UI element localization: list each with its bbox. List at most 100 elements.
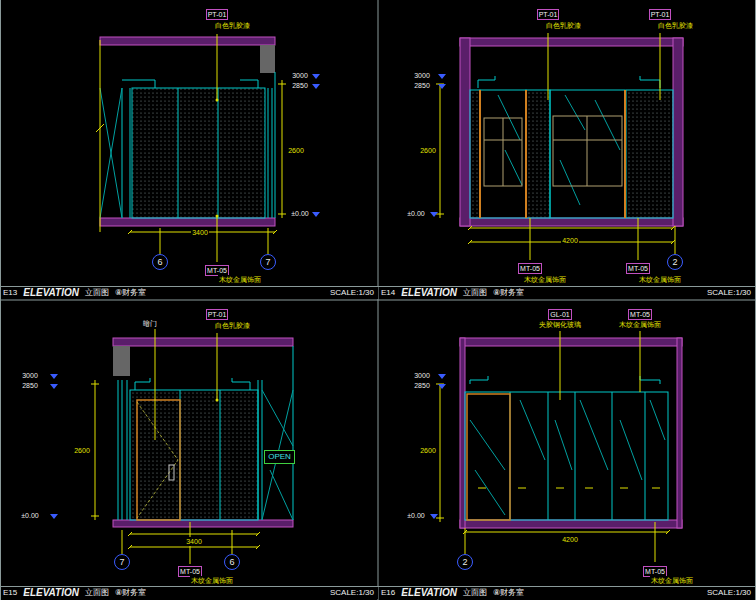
title-bar: E16ELEVATION立面图⑧财务室SCALE:1/30 — [379, 587, 755, 599]
annotation-text: 白色乳胶漆 — [214, 21, 251, 30]
view-type: 立面图 — [463, 589, 487, 597]
annotation-text: 木纹金属饰面 — [650, 576, 694, 585]
wall-panel — [478, 76, 660, 88]
ceiling-slab — [460, 38, 470, 226]
wall-panel — [100, 72, 275, 218]
ceiling-slab — [673, 38, 683, 226]
axis-number: 2 — [462, 558, 467, 567]
annotation-text: 白色乳胶漆 — [545, 21, 582, 30]
leader-dot — [216, 99, 219, 102]
axis-number: 7 — [119, 558, 124, 567]
wall-panel — [470, 90, 480, 218]
sheet-number: E13 — [3, 289, 17, 297]
annotation-text: 4200 — [561, 236, 579, 245]
glass-partition — [465, 376, 668, 520]
annotation-text: 3000 — [21, 371, 39, 380]
door-frame — [137, 400, 180, 520]
annotation-text: 4200 — [561, 535, 579, 544]
material-tag: GL-01 — [548, 309, 571, 320]
dimension-lines — [160, 34, 268, 262]
dimension-lines — [91, 380, 260, 549]
door-handle — [169, 465, 174, 480]
scale-note: SCALE:1/30 — [330, 289, 374, 297]
annotation-text: 夹胶钢化玻璃 — [538, 320, 582, 329]
open-sign: OPEN — [264, 450, 295, 464]
level-mark — [50, 374, 58, 519]
axis-bubble: 2 — [457, 554, 473, 570]
door-frame — [480, 90, 625, 218]
dimension-lines — [436, 384, 670, 534]
annotation-text: 木纹金属饰面 — [523, 275, 567, 284]
annotation-text: 3400 — [185, 537, 203, 546]
door-swing — [137, 402, 178, 518]
level-mark — [312, 74, 320, 217]
ceiling-slab — [460, 520, 682, 528]
material-tag: PT-01 — [649, 9, 672, 20]
room-name: ⑧财务室 — [493, 589, 524, 597]
material-tag: MT-05 — [628, 309, 652, 320]
annotation-text: 2600 — [287, 146, 305, 155]
ceiling-slab — [113, 338, 293, 527]
title-bar: E14ELEVATION立面图⑧财务室SCALE:1/30 — [379, 287, 755, 299]
axis-number: 2 — [672, 258, 677, 267]
title-bar: E13ELEVATION立面图⑧财务室SCALE:1/30 — [1, 287, 378, 299]
ceiling-slab — [677, 338, 682, 528]
door-frame — [480, 90, 625, 218]
sheet-title: ELEVATION — [401, 588, 457, 598]
dimension-lines — [436, 84, 675, 244]
annotation-text: 3000 — [413, 371, 431, 380]
annotation-text: ±0.00 — [406, 511, 425, 520]
annotation-text: 2600 — [73, 446, 91, 455]
ceiling-slab — [100, 37, 275, 226]
wall-panel — [626, 90, 673, 218]
glass-partition — [470, 400, 665, 515]
door-frame — [137, 400, 180, 520]
scale-note: SCALE:1/30 — [707, 289, 751, 297]
ceiling-slab — [460, 338, 465, 528]
ceiling-slab — [460, 38, 683, 226]
room-name: ⑧财务室 — [115, 289, 146, 297]
view-type: 立面图 — [85, 589, 109, 597]
window-frame — [484, 116, 622, 186]
annotation-text: 木纹金属饰面 — [618, 320, 662, 329]
material-tag: PT-01 — [206, 309, 229, 320]
door-frame — [467, 394, 510, 520]
axis-bubble: 6 — [152, 254, 168, 270]
annotation-text: 暗门 — [142, 319, 158, 328]
level-mark — [50, 374, 58, 519]
wall-panel — [118, 346, 293, 520]
annotation-text: 木纹金属饰面 — [218, 275, 262, 284]
dimension-lines — [91, 329, 260, 564]
wall-panel — [470, 76, 673, 218]
ceiling-slab — [460, 218, 683, 226]
axis-bubble: 7 — [114, 554, 130, 570]
annotation-text: 白色乳胶漆 — [657, 21, 694, 30]
glass-partition — [465, 392, 668, 520]
ceiling-slab — [100, 37, 275, 45]
material-tag: MT-05 — [626, 263, 650, 274]
door-frame — [467, 394, 510, 520]
axis-number: 6 — [229, 558, 234, 567]
annotation-text: 2850 — [21, 381, 39, 390]
wall-panel — [135, 378, 250, 390]
axis-bubble: 7 — [260, 254, 276, 270]
ceiling-slab — [113, 338, 293, 346]
ceiling-slab — [113, 520, 293, 527]
ceiling-slab — [460, 338, 682, 346]
view-type: 立面图 — [85, 289, 109, 297]
annotation-text: 3000 — [413, 71, 431, 80]
sheet-number: E15 — [3, 589, 17, 597]
glass-partition — [478, 488, 660, 489]
scale-note: SCALE:1/30 — [330, 589, 374, 597]
window-frame — [484, 116, 622, 186]
sheet-title: ELEVATION — [23, 588, 79, 598]
annotation-text: 2600 — [419, 146, 437, 155]
material-tag: MT-05 — [518, 263, 542, 274]
sheet-title: ELEVATION — [401, 288, 457, 298]
ceiling-slab — [460, 338, 682, 528]
dimension-lines — [436, 331, 670, 562]
dimension-lines — [122, 329, 232, 564]
room-name: ⑧财务室 — [115, 589, 146, 597]
